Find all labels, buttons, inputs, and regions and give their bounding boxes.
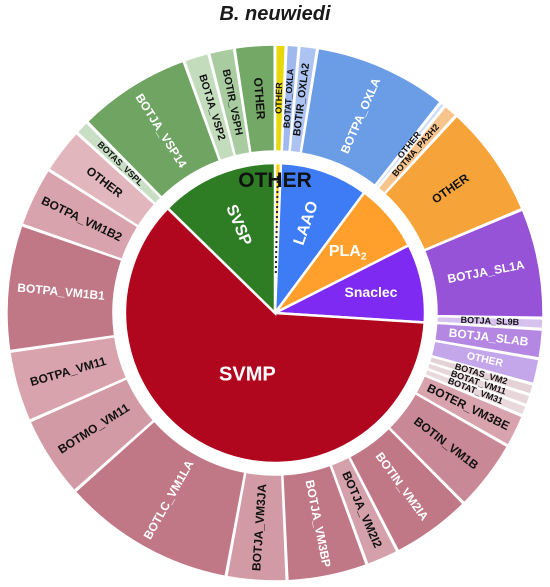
outer-slice-botas-vspl-26: [76, 121, 163, 205]
outer-slice-other-6: [383, 115, 523, 251]
inner-label-svmp: SVMP: [219, 363, 276, 385]
outer-slice-other-0: [274, 44, 287, 152]
outer-slice-botlc-vm1la-20: [74, 420, 246, 578]
outer-slice-botpa-vm1b2-24: [21, 169, 139, 261]
outer-slice-botpa-vm11-22: [9, 335, 128, 422]
outer-slice-botin-vm1b-15: [388, 392, 509, 504]
outer-slice-botja-vsp2-28: [183, 52, 236, 162]
inner-other-marker: [274, 173, 279, 274]
outer-slice-botmo-vm11-21: [29, 377, 155, 492]
outer-slice-botja-sl9b-8: [435, 315, 544, 330]
inner-label-subscript: 2: [361, 252, 367, 263]
outer-label-botja-sl9b-8: BOTJA_SL9B: [460, 315, 519, 327]
outer-slice-botir-vsph-29: [208, 47, 251, 157]
outer-slice-botpa-oxla-3: [300, 47, 442, 187]
chart-title: B. neuwiedi: [219, 3, 331, 25]
outer-slice-botir-oxla2-2: [289, 45, 318, 154]
outer-slice-botin-vm2ia-16: [348, 427, 465, 552]
outer-slice-botja-vm2i2-17: [330, 456, 398, 566]
outer-label-botat-oxla-1: BOTAT_OXLA: [282, 68, 296, 129]
outer-slice-botat-vm31-13: [423, 368, 528, 417]
outer-slice-botja-vm3ja-19: [225, 471, 288, 582]
inner-label-snaclec: Snaclec: [345, 284, 398, 300]
outer-slice-botja-vsp14-27: [86, 60, 221, 199]
outer-slice-botat-oxla-1: [281, 44, 300, 153]
inner-label-other: OTHER: [238, 169, 312, 192]
outer-slice-other-25: [47, 132, 156, 228]
inner-slice-svmp: [123, 206, 427, 465]
outer-slice-other-4: [374, 101, 446, 189]
outer-label-botja-vm3ja-19: BOTJA_VM3JA: [249, 483, 269, 571]
outer-label-other-0: OTHER: [274, 82, 285, 114]
outer-slice-botma-pa2h2-5: [377, 105, 457, 195]
inner-pie: [123, 161, 427, 465]
outer-slice-botat-vm11-12: [426, 362, 531, 406]
outer-slice-other-10: [430, 340, 540, 385]
outer-slice-botpa-vm1b1-23: [6, 224, 123, 352]
outer-slice-other-30: [234, 44, 276, 154]
outer-slice-botja-slab-9: [433, 322, 544, 359]
outer-slice-botas-vm2-11: [428, 355, 535, 396]
inner-label-pla: PLA2: [329, 243, 367, 263]
outer-slice-botja-sl1a-7: [423, 209, 544, 319]
inner-slice-laao: [273, 161, 367, 318]
outer-label-other-30: OTHER: [251, 77, 268, 120]
outer-slice-boter-vm3be-14: [414, 374, 524, 447]
inner-slice-svsp: [165, 161, 277, 316]
outer-slice-botja-vm3bp-18: [282, 464, 368, 582]
